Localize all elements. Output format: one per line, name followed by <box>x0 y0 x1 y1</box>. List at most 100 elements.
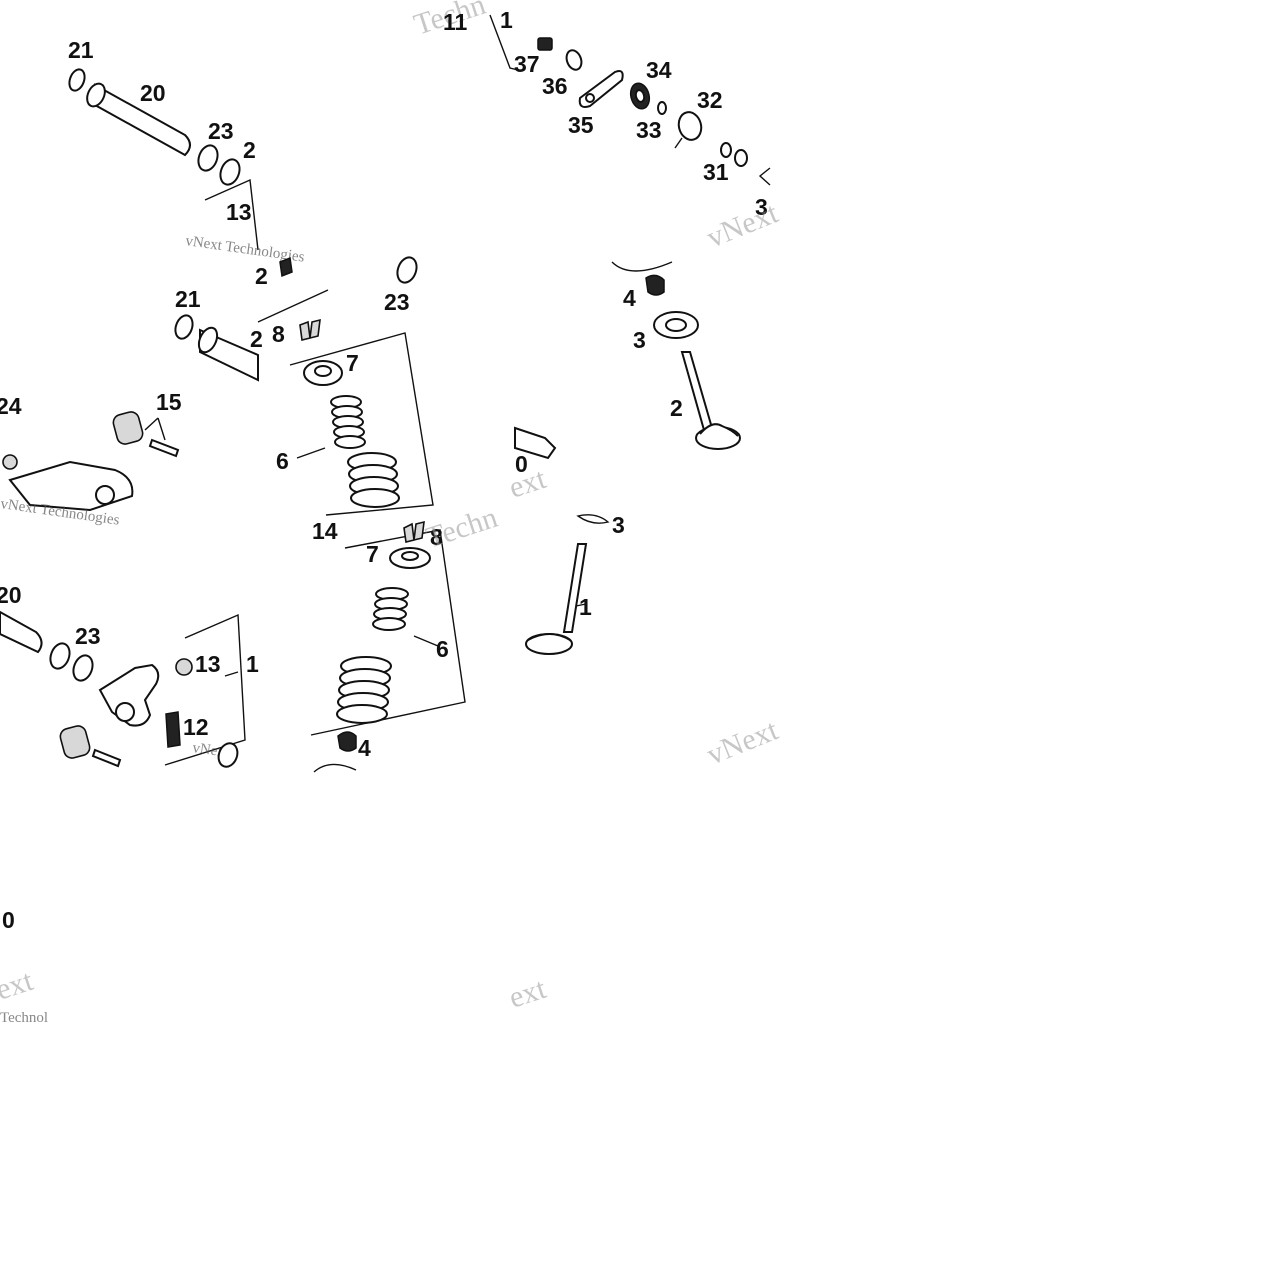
callout-20: 20 <box>140 80 166 106</box>
callout-13b: 13 <box>195 651 221 677</box>
leader-15 <box>144 417 166 441</box>
callout-14: 14 <box>312 518 338 544</box>
cotter-8b-part <box>403 520 425 543</box>
oring-31b-part <box>734 149 748 167</box>
callout-2xb: 2 <box>250 326 263 352</box>
valve-2-stem <box>680 351 714 432</box>
cotter-8-part <box>299 318 321 341</box>
o-ring-21b-part <box>174 314 194 340</box>
roller-b-part <box>59 725 91 759</box>
rocker-shaft-20-end <box>86 82 106 108</box>
bolt-2-part <box>279 256 293 278</box>
callout-34: 34 <box>646 57 672 83</box>
shaft-3x-part <box>758 167 771 186</box>
watermark-technol-low: Technol <box>0 1010 48 1026</box>
rocker-shaft-20b-part <box>0 610 43 654</box>
watermark-echn: Techn <box>422 501 502 555</box>
callout-20b: 20 <box>0 582 22 608</box>
spring-box-b-border <box>310 529 466 736</box>
callout-35: 35 <box>568 112 594 138</box>
washer-b-part <box>217 742 239 768</box>
callout-33: 33 <box>636 117 662 143</box>
lever-35-part <box>578 70 624 108</box>
tile-valve-bottom: 3 1 vNext <box>525 512 783 771</box>
tile-valve-middle: 4 3 2 0 ext <box>505 261 741 505</box>
callout-1-valve: 1 <box>579 594 592 620</box>
seal-4-part <box>645 274 665 296</box>
callout-3x: 3 <box>755 194 768 220</box>
callout-24: 24 <box>0 393 22 419</box>
washer-23-part <box>197 144 219 172</box>
seal-4b-part <box>337 731 357 752</box>
spring-32-tail <box>674 137 683 149</box>
watermark-vnex: vNex <box>191 740 226 760</box>
callout-4b: 4 <box>358 735 371 761</box>
washer-23d-part <box>72 654 94 682</box>
callout-0-low: 0 <box>2 907 15 933</box>
oring-33-part <box>657 101 667 115</box>
callout-11: 11 <box>443 9 468 35</box>
washer-23b-part <box>396 256 418 284</box>
outer-spring-6b-part <box>336 656 392 724</box>
outer-spring-6-part <box>347 452 400 508</box>
leader-1-valve <box>575 603 587 607</box>
callout-37: 37 <box>514 51 540 77</box>
bracket-1-line <box>164 613 246 766</box>
washer-36-part <box>565 49 583 71</box>
tile-rocker-arm-bottom: 20 23 13 1 12 vNex <box>0 582 259 768</box>
callout-15: 15 <box>156 389 182 415</box>
callout-1x: 1 <box>500 7 513 33</box>
inner-spring-6b-part <box>372 587 409 631</box>
watermark-ext-low: ext <box>0 964 38 1007</box>
callout-6b: 6 <box>436 636 449 662</box>
callout-7: 7 <box>346 350 359 376</box>
callout-2: 2 <box>255 263 268 289</box>
valve-1-head-cone <box>527 633 571 641</box>
roller-15-part <box>112 411 144 445</box>
retainer-7b-inner <box>401 551 419 561</box>
o-ring-21-part <box>68 68 86 92</box>
retainer-7-inner <box>314 365 332 377</box>
nut-13-part <box>175 658 193 676</box>
valve-1-stem <box>562 543 588 633</box>
callout-8: 8 <box>272 321 285 347</box>
oring-31a-part <box>720 142 732 158</box>
seat-3-inner <box>665 318 687 332</box>
callout-8b: 8 <box>430 524 443 550</box>
spring-box-border <box>289 332 434 516</box>
bracket-13-line <box>204 178 259 251</box>
seal-34-inner <box>634 89 646 103</box>
pin-b-part <box>91 748 122 768</box>
rocker-arm-b-part <box>98 663 160 727</box>
spring-32-part <box>677 111 703 141</box>
guide-part <box>514 426 557 460</box>
callout-31: 31 <box>703 159 729 185</box>
rocker-arm-b-hole <box>115 702 135 722</box>
callout-3b: 3 <box>612 512 625 538</box>
callout-3: 3 <box>633 327 646 353</box>
rocker-shaft-2x-end <box>197 326 219 354</box>
pin-15-part <box>148 438 180 458</box>
leader-6 <box>296 447 326 459</box>
tile-rocker-arm-middle: 2 21 2 24 15 vNext Technologies <box>0 256 293 529</box>
callout-32: 32 <box>697 87 723 113</box>
callout-7b: 7 <box>366 541 379 567</box>
arc-lower <box>313 763 357 773</box>
watermark-ext-low2: ext <box>505 972 551 1015</box>
tile-valve-spring-bottom: 14 7 8 6 4 Techn <box>310 501 502 773</box>
callout-6: 6 <box>276 448 289 474</box>
watermark-vnext-b: vNext <box>702 713 783 771</box>
screw-37-part <box>537 37 553 51</box>
callout-4: 4 <box>623 285 636 311</box>
arc-upper <box>611 261 673 272</box>
callout-1b: 1 <box>246 651 259 677</box>
seat-3b-part <box>576 514 610 524</box>
inner-spring-6-part <box>330 395 366 449</box>
callout-23c: 23 <box>75 623 101 649</box>
callout-23: 23 <box>208 118 234 144</box>
washer-23c-part <box>49 642 71 670</box>
tile-decompressor-parts: 37 36 35 34 33 32 31 3 vNext <box>514 37 783 254</box>
callout-23b: 23 <box>384 289 410 315</box>
rocker-shaft-20-part <box>94 83 191 157</box>
